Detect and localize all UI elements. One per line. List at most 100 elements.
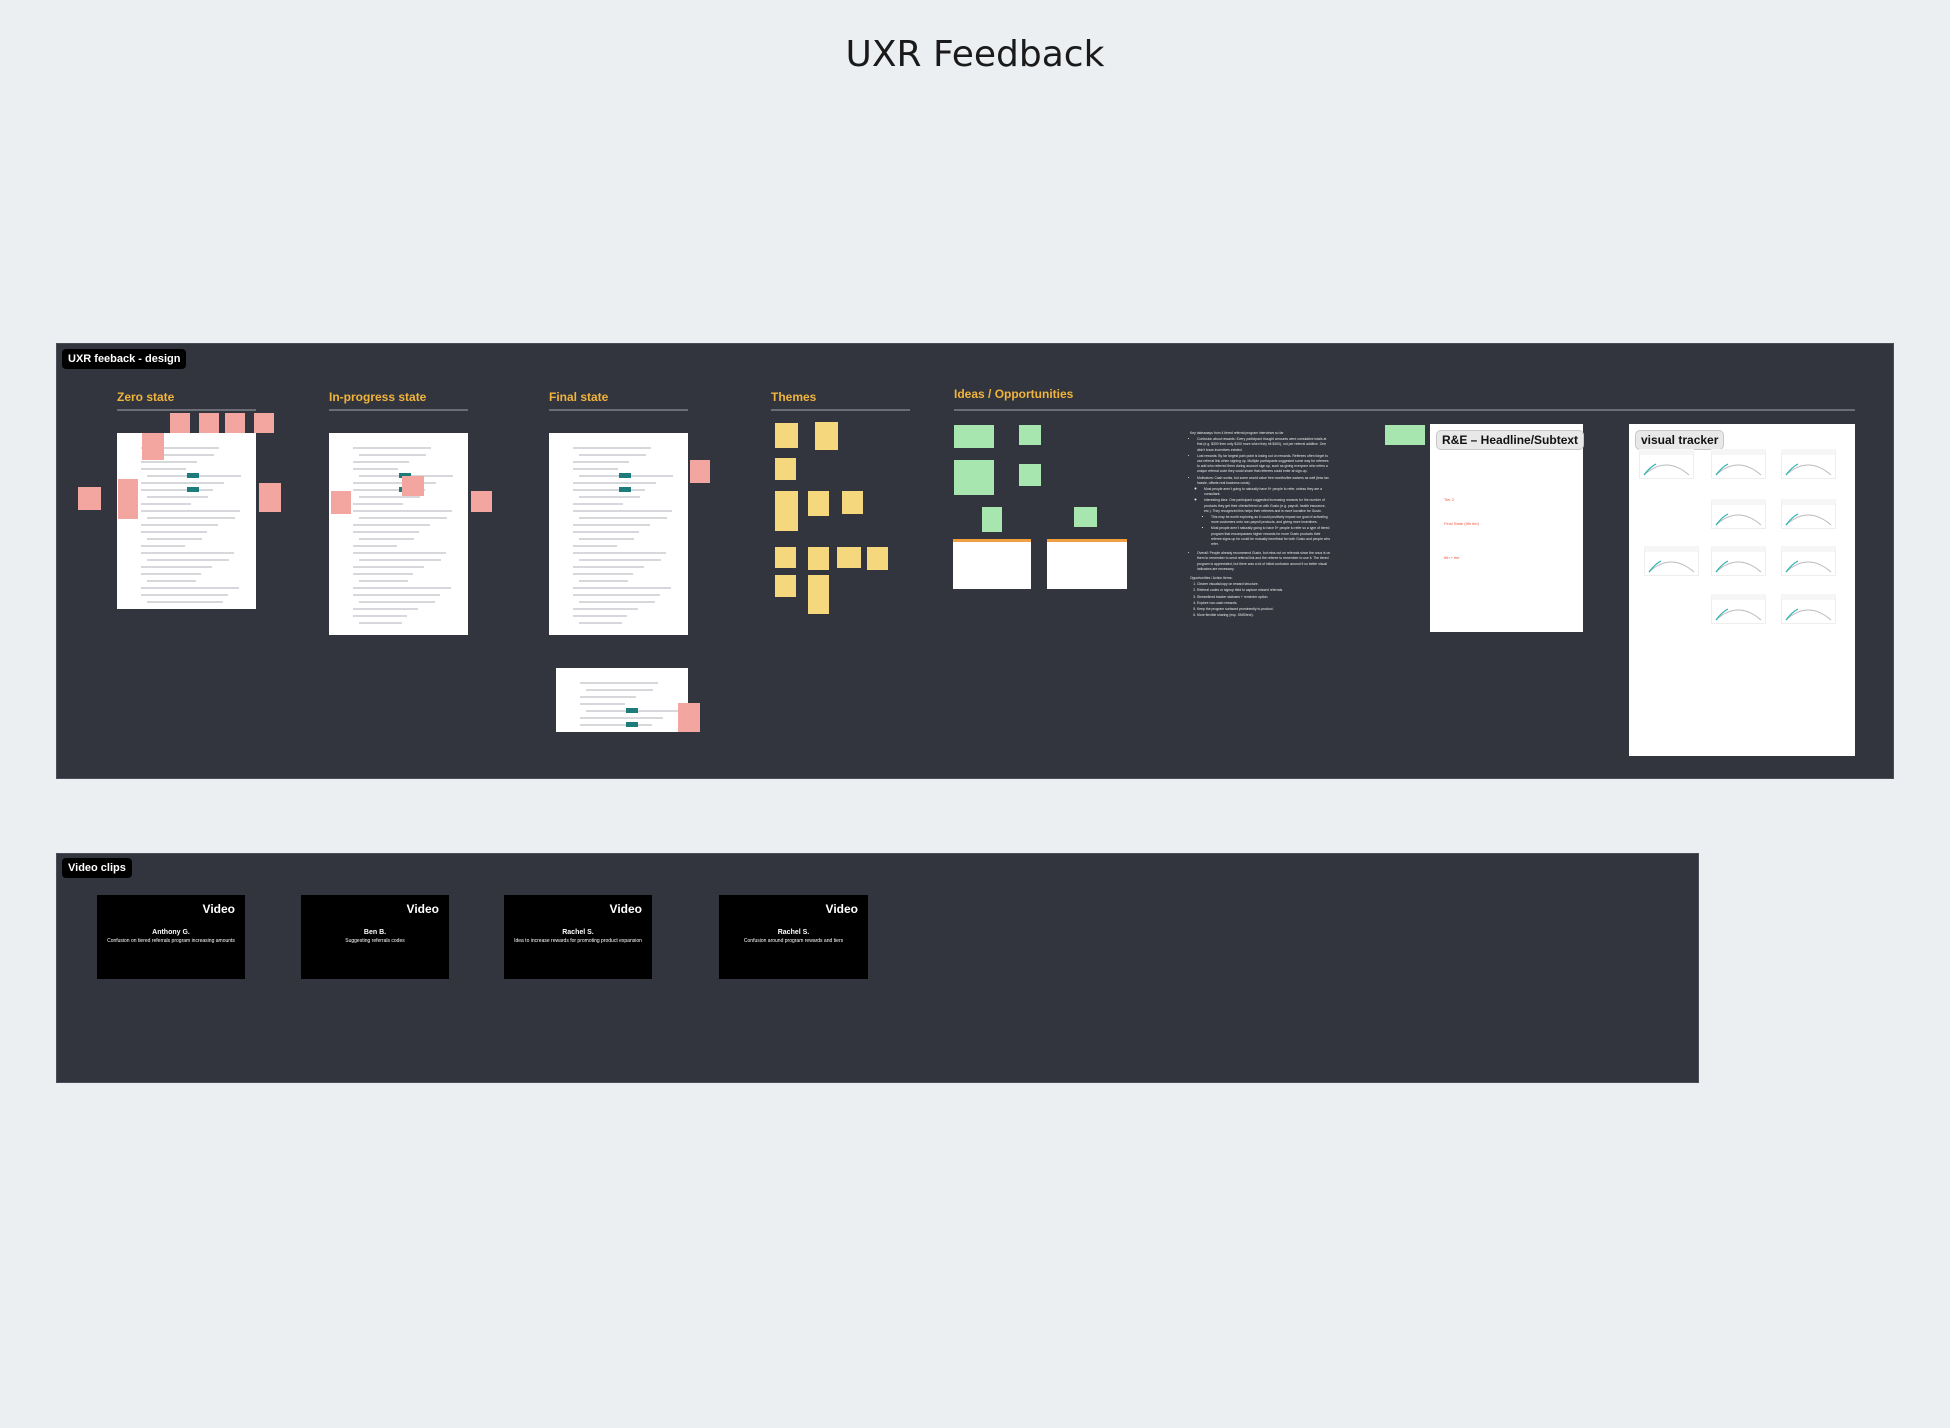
visual-tracker-panel[interactable]: visual tracker	[1629, 424, 1855, 756]
sticky-note[interactable]	[866, 547, 888, 570]
placeholder-line	[586, 689, 653, 691]
tracker-variant	[1711, 594, 1766, 624]
placeholder-line	[359, 454, 426, 456]
placeholder-line	[573, 566, 644, 568]
placeholder-line	[147, 454, 214, 456]
placeholder-line	[353, 468, 398, 470]
sticky-note[interactable]	[808, 574, 830, 615]
placeholder-line	[573, 524, 650, 526]
placeholder-line	[579, 496, 640, 498]
action-item: Clearer visuals/copy on reward structure…	[1197, 582, 1332, 587]
sticky-note[interactable]	[808, 491, 830, 517]
placeholder-line	[579, 559, 661, 561]
placeholder-line	[147, 496, 208, 498]
sticky-note[interactable]	[774, 422, 799, 448]
sticky-note[interactable]	[836, 547, 861, 569]
placeholder-line	[353, 524, 430, 526]
placeholder-line	[580, 724, 652, 726]
mockup-final-state-small[interactable]	[556, 668, 688, 732]
sticky-note[interactable]	[118, 478, 139, 519]
video-clip-card[interactable]: Video Rachel S. Confusion around program…	[719, 895, 868, 979]
sticky-note[interactable]	[953, 425, 994, 448]
bullet: Overall: People already recommend Gusto,…	[1197, 551, 1332, 572]
placeholder-line	[141, 482, 224, 484]
re-headline-panel[interactable]: R&E – Headline/Subtext Tier 2 Final Stat…	[1430, 424, 1585, 632]
sub-sub-bullet: Most people aren't naturally going to ha…	[1211, 526, 1332, 547]
sticky-note[interactable]	[808, 547, 830, 570]
final-state-label: Final State (5th tier)	[1444, 521, 1480, 526]
progress-arc-icon	[1715, 463, 1762, 476]
screenshot-thumbnail[interactable]	[1047, 539, 1127, 589]
placeholder-line	[573, 468, 618, 470]
sticky-note[interactable]	[1385, 425, 1426, 446]
placeholder-line	[141, 594, 228, 596]
placeholder-line	[353, 594, 440, 596]
placeholder-line	[141, 510, 240, 512]
placeholder-line	[580, 703, 625, 705]
video-clip-card[interactable]: Video Ben B. Suggesting referrals codes	[301, 895, 449, 979]
placeholder-line	[141, 447, 219, 449]
placeholder-line	[359, 580, 408, 582]
sticky-note[interactable]	[253, 412, 274, 433]
placeholder-line	[573, 461, 629, 463]
sticky-note[interactable]	[1018, 463, 1041, 487]
sticky-note[interactable]	[1018, 425, 1041, 446]
divider	[954, 409, 1855, 411]
sticky-note[interactable]	[953, 460, 994, 495]
sticky-note[interactable]	[225, 412, 245, 433]
sticky-note[interactable]	[677, 702, 701, 733]
design-frame-label[interactable]: UXR feeback - design	[62, 349, 187, 369]
placeholder-line	[353, 503, 403, 505]
sixth-tier-label: 6th + tier	[1444, 555, 1460, 560]
placeholder-line	[141, 524, 218, 526]
sticky-note[interactable]	[141, 432, 165, 461]
progress-arc-icon	[1643, 463, 1690, 476]
progress-arc-icon	[1785, 608, 1832, 621]
mockup-zero-state[interactable]	[117, 433, 256, 609]
sticky-note[interactable]	[774, 491, 799, 531]
sticky-note[interactable]	[78, 487, 101, 510]
sticky-note[interactable]	[258, 482, 282, 513]
mock-button	[626, 708, 638, 713]
sticky-note[interactable]	[1074, 507, 1097, 528]
sticky-note[interactable]	[774, 547, 796, 569]
sub-sub-bullet: This may be worth exploring as it could …	[1211, 515, 1332, 525]
sticky-note[interactable]	[814, 421, 839, 451]
mockup-final-state[interactable]	[549, 433, 688, 635]
placeholder-line	[359, 496, 420, 498]
sticky-note[interactable]	[170, 412, 191, 433]
sticky-note[interactable]	[841, 491, 864, 514]
progress-arc-icon	[1648, 560, 1695, 573]
section-final-state: Final state	[549, 390, 609, 404]
mock-button	[619, 473, 631, 478]
video-clip-card[interactable]: Video Anthony G. Confusion on tiered ref…	[97, 895, 245, 979]
sticky-note[interactable]	[471, 491, 493, 513]
mock-button	[187, 487, 199, 492]
sticky-note[interactable]	[198, 412, 219, 433]
placeholder-line	[573, 545, 617, 547]
video-clip-card[interactable]: Video Rachel S. Idea to increase rewards…	[504, 895, 652, 979]
placeholder-line	[573, 552, 666, 554]
video-tag: Video	[406, 902, 439, 916]
section-ideas: Ideas / Opportunities	[954, 387, 1074, 401]
placeholder-line	[579, 601, 655, 603]
placeholder-line	[353, 461, 409, 463]
progress-arc-icon	[1715, 560, 1762, 573]
progress-arc-icon	[1715, 513, 1762, 526]
sticky-note[interactable]	[401, 476, 425, 497]
mockup-in-progress-state[interactable]	[329, 433, 468, 635]
tracker-variant	[1781, 499, 1836, 529]
placeholder-line	[573, 503, 623, 505]
sticky-note[interactable]	[982, 507, 1003, 533]
divider	[549, 409, 688, 411]
video-frame-label[interactable]: Video clips	[62, 858, 132, 878]
sticky-note[interactable]	[774, 574, 796, 597]
placeholder-line	[353, 573, 413, 575]
sticky-note[interactable]	[330, 491, 351, 514]
placeholder-line	[147, 601, 223, 603]
placeholder-line	[573, 531, 639, 533]
placeholder-line	[573, 573, 633, 575]
sticky-note[interactable]	[774, 457, 796, 481]
sticky-note[interactable]	[690, 460, 711, 483]
screenshot-thumbnail[interactable]	[953, 539, 1031, 589]
